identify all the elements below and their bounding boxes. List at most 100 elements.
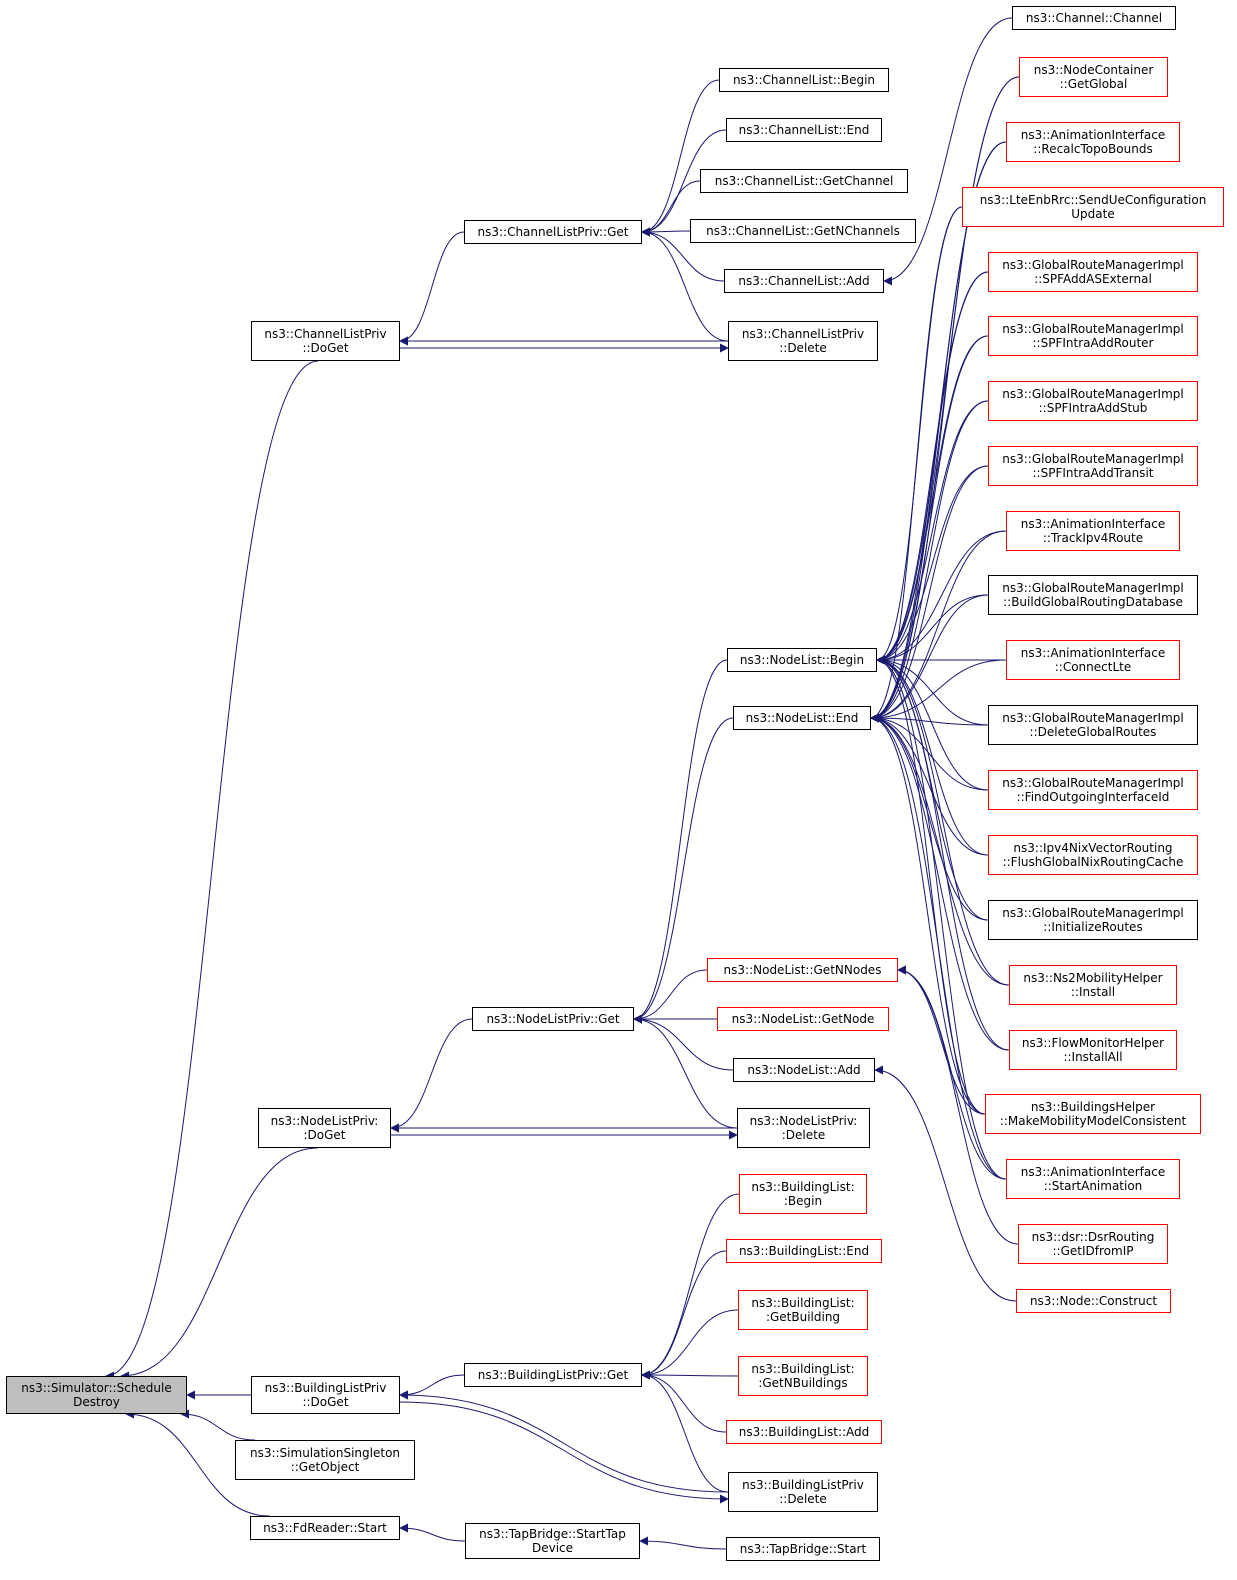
node-bl-add[interactable]: ns3::BuildingList::Add [726,1420,882,1444]
node-blp-delete[interactable]: ns3::BuildingListPriv::Delete [728,1472,878,1512]
edge-clp-doget-to-root [105,360,319,1381]
node-grm-init[interactable]: ns3::GlobalRouteManagerImpl::InitializeR… [988,900,1198,940]
node-label-line: ns3::BuildingListPriv::Get [477,1368,629,1382]
node-label-line: ::FindOutgoingInterfaceId [1016,790,1170,804]
node-label-line: ::GetIDfromIP [1052,1244,1134,1258]
node-label-line: ::SPFAddASExternal [1034,272,1152,286]
node-grm-asext[interactable]: ns3::GlobalRouteManagerImpl::SPFAddASExt… [988,252,1198,292]
edge-cl-getchannel-to-clp-get [641,180,701,237]
node-grm-builddb[interactable]: ns3::GlobalRouteManagerImpl::BuildGlobal… [988,575,1198,615]
edge-dsr-getid-to-nl-getnnodes [897,965,1019,1245]
node-cl-begin[interactable]: ns3::ChannelList::Begin [719,68,889,92]
node-label-line: ns3::NodeList::Begin [739,653,865,667]
node-bl-end[interactable]: ns3::BuildingList::End [726,1239,882,1263]
node-clp-doget[interactable]: ns3::ChannelListPriv::DoGet [251,321,400,361]
node-ipv4nix[interactable]: ns3::Ipv4NixVectorRouting::FlushGlobalNi… [988,835,1198,875]
node-cl-getchannel[interactable]: ns3::ChannelList::GetChannel [700,169,908,193]
node-label-line: ns3::TapBridge::Start [739,1542,867,1556]
node-label-line: ns3::SimulationSingleton [249,1446,401,1460]
node-bl-begin[interactable]: ns3::BuildingList::Begin [739,1174,867,1214]
node-flowmon[interactable]: ns3::FlowMonitorHelper::InstallAll [1009,1030,1177,1070]
node-clp-delete[interactable]: ns3::ChannelListPriv::Delete [728,321,878,361]
node-label-line: ns3::GlobalRouteManagerImpl [1002,776,1184,790]
node-nc-getglobal[interactable]: ns3::NodeContainer::GetGlobal [1019,57,1168,97]
node-label-line: ns3::GlobalRouteManagerImpl [1002,258,1184,272]
node-label-line: ns3::ChannelList::GetNChannels [706,224,900,238]
node-label-line: :GetBuilding [765,1310,841,1324]
node-blp-get[interactable]: ns3::BuildingListPriv::Get [464,1363,642,1387]
node-blp-doget[interactable]: ns3::BuildingListPriv::DoGet [251,1376,400,1414]
node-nl-begin[interactable]: ns3::NodeList::Begin [727,648,877,672]
node-label-line: ::ConnectLte [1054,660,1132,674]
node-dsr-getid[interactable]: ns3::dsr::DsrRouting::GetIDfromIP [1018,1224,1168,1264]
node-label-line: ns3::GlobalRouteManagerImpl [1002,581,1184,595]
node-ch-channel[interactable]: ns3::Channel::Channel [1012,6,1176,30]
node-label-line: ::SPFIntraAddTransit [1032,466,1154,480]
node-label-line: ::InstallAll [1063,1050,1123,1064]
node-label-line: ns3::ChannelListPriv [741,327,865,341]
node-label-line: ns3::AnimationInterface [1020,517,1166,531]
node-label-line: ns3::LteEnbRrc::SendUeConfiguration [979,193,1207,207]
node-cl-add[interactable]: ns3::ChannelList::Add [724,269,884,293]
edge-bh-make-to-nl-end [870,713,986,1115]
edge-flowmon-to-nl-end [870,713,1010,1051]
node-clp-get[interactable]: ns3::ChannelListPriv::Get [464,220,642,244]
node-label-line: ns3::NodeContainer [1033,63,1154,77]
node-label-line: ns3::ChannelList::Add [738,274,870,288]
edge-blp-get-to-blp-doget [399,1374,465,1400]
node-label-line: Update [1071,207,1115,221]
edge-grm-stub-to-nl-end [870,400,989,723]
node-nl-getnode[interactable]: ns3::NodeList::GetNode [717,1007,889,1031]
node-label-line: ::DoGet [302,341,349,355]
node-label-line: ns3::BuildingList::Add [738,1425,870,1439]
node-label-line: ::Delete [779,1492,827,1506]
node-label-line: ns3::AnimationInterface [1020,646,1166,660]
node-label-line: ns3::BuildingList: [751,1362,855,1376]
edge-ns2mob-to-nl-end [870,713,1010,986]
edge-nlp-delete-to-nlp-get [633,1014,738,1129]
node-tb-start[interactable]: ns3::TapBridge::Start [726,1537,880,1561]
node-label-line: ::SPFIntraAddStub [1038,401,1148,415]
node-bl-getnbuildings[interactable]: ns3::BuildingList::GetNBuildings [738,1356,868,1396]
node-grm-delete[interactable]: ns3::GlobalRouteManagerImpl::DeleteGloba… [988,705,1198,745]
node-grm-findout[interactable]: ns3::GlobalRouteManagerImpl::FindOutgoin… [988,770,1198,810]
node-grm-stub[interactable]: ns3::GlobalRouteManagerImpl::SPFIntraAdd… [988,381,1198,421]
node-grm-transit[interactable]: ns3::GlobalRouteManagerImpl::SPFIntraAdd… [988,446,1198,486]
node-ss-getobject[interactable]: ns3::SimulationSingleton::GetObject [235,1440,415,1480]
node-cl-getnchannels[interactable]: ns3::ChannelList::GetNChannels [690,219,916,243]
node-nlp-doget[interactable]: ns3::NodeListPriv::DoGet [258,1108,391,1148]
edge-lte-send-to-nl-end [870,206,963,723]
node-label-line: ::DeleteGlobalRoutes [1029,725,1157,739]
node-ns2mob[interactable]: ns3::Ns2MobilityHelper::Install [1009,965,1177,1005]
node-ai-trackipv4[interactable]: ns3::AnimationInterface::TrackIpv4Route [1006,511,1180,551]
node-label-line: ns3::NodeList::GetNNodes [723,963,882,977]
node-grm-router[interactable]: ns3::GlobalRouteManagerImpl::SPFIntraAdd… [988,316,1198,356]
node-nl-end[interactable]: ns3::NodeList::End [733,706,871,730]
node-label-line: ns3::BuildingList: [751,1180,855,1194]
node-bl-getbuilding[interactable]: ns3::BuildingList::GetBuilding [738,1290,868,1330]
node-ai-connectlte[interactable]: ns3::AnimationInterface::ConnectLte [1006,640,1180,680]
edge-ss-getobject-to-root [180,1409,256,1441]
node-label-line: ::TrackIpv4Route [1042,531,1144,545]
node-nl-getnnodes[interactable]: ns3::NodeList::GetNNodes [707,958,898,982]
node-label-line: ::MakeMobilityModelConsistent [999,1114,1187,1128]
node-bh-make[interactable]: ns3::BuildingsHelper::MakeMobilityModelC… [985,1094,1201,1134]
node-ai-start[interactable]: ns3::AnimationInterface::StartAnimation [1006,1159,1180,1199]
node-nl-add[interactable]: ns3::NodeList::Add [733,1058,875,1082]
node-cl-end[interactable]: ns3::ChannelList::End [726,118,882,142]
node-ai-recalc[interactable]: ns3::AnimationInterface::RecalcTopoBound… [1006,122,1180,162]
edge-blp-doget-to-blp-delete [399,1401,729,1504]
node-label-line: ::GetObject [290,1460,360,1474]
node-label-line: ns3::BuildingsHelper [1030,1100,1156,1114]
node-label-line: ns3::GlobalRouteManagerImpl [1002,387,1184,401]
node-node-construct[interactable]: ns3::Node::Construct [1016,1289,1171,1313]
node-label-line: ns3::NodeList::GetNode [731,1012,875,1026]
node-nlp-delete[interactable]: ns3::NodeListPriv::Delete [737,1108,870,1148]
node-nlp-get[interactable]: ns3::NodeListPriv::Get [472,1007,634,1031]
node-fd-start[interactable]: ns3::FdReader::Start [250,1516,400,1540]
edge-grm-transit-to-nl-end [870,465,989,723]
